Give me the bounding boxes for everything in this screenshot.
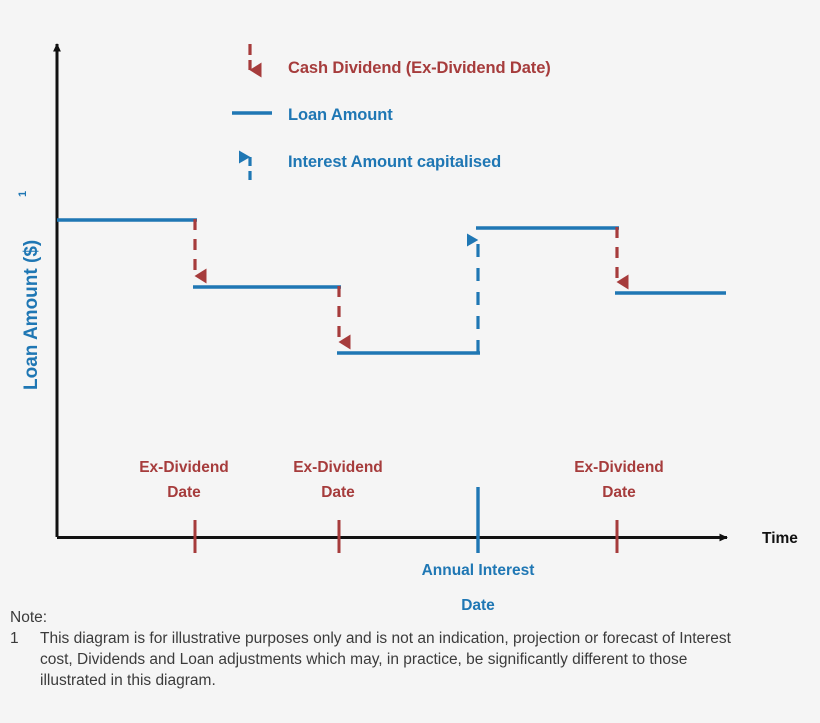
event-label-ex-dividend-3-line1: Ex-Dividend xyxy=(574,459,664,476)
loan-amount-step-series xyxy=(57,218,726,355)
note-item-1: 1 This diagram is for illustrative purpo… xyxy=(10,628,810,691)
legend-label-cash-dividend: Cash Dividend (Ex-Dividend Date) xyxy=(288,59,551,77)
event-label-ex-dividend-1: Ex-Dividend Date xyxy=(139,459,229,501)
legend: Cash Dividend (Ex-Dividend Date) Loan Am… xyxy=(232,44,551,180)
legend-item-cash-dividend: Cash Dividend (Ex-Dividend Date) xyxy=(248,44,551,78)
note-item-1-marker: 1 xyxy=(10,630,19,647)
notes-heading: Note: xyxy=(10,609,48,626)
legend-item-interest-capitalised: Interest Amount capitalised xyxy=(239,150,501,180)
cash-dividend-arrows xyxy=(193,219,629,350)
note-item-1-text: This diagram is for illustrative purpose… xyxy=(40,630,731,689)
y-axis-label-superscript: 1 xyxy=(17,191,29,197)
event-label-ex-dividend-2-line2: Date xyxy=(321,484,355,501)
axes-group xyxy=(53,43,728,542)
event-label-annual-interest-line2: Date xyxy=(461,597,495,614)
event-label-annual-interest-line1: Annual Interest xyxy=(422,562,535,579)
x-axis-label: Time xyxy=(762,530,798,547)
event-label-ex-dividend-2: Ex-Dividend Date xyxy=(293,459,383,501)
legend-item-loan-amount: Loan Amount xyxy=(232,106,393,124)
event-label-ex-dividend-1-line1: Ex-Dividend xyxy=(139,459,229,476)
notes-block: Note: 1 This diagram is for illustrative… xyxy=(10,608,810,691)
event-label-ex-dividend-3: Ex-Dividend Date xyxy=(574,459,664,501)
event-label-ex-dividend-3-line2: Date xyxy=(602,484,636,501)
y-axis-label: Loan Amount ($) xyxy=(21,240,42,390)
event-label-ex-dividend-1-line2: Date xyxy=(167,484,201,501)
legend-label-interest-capitalised: Interest Amount capitalised xyxy=(288,153,501,171)
y-axis-label-group: Loan Amount ($) 1 xyxy=(17,191,42,390)
event-label-annual-interest: Annual Interest Date xyxy=(422,562,535,614)
legend-label-loan-amount: Loan Amount xyxy=(288,106,393,124)
event-label-ex-dividend-2-line1: Ex-Dividend xyxy=(293,459,383,476)
x-axis-ticks xyxy=(193,487,619,553)
event-labels: Ex-Dividend Date Ex-Dividend Date Annual… xyxy=(139,459,664,614)
